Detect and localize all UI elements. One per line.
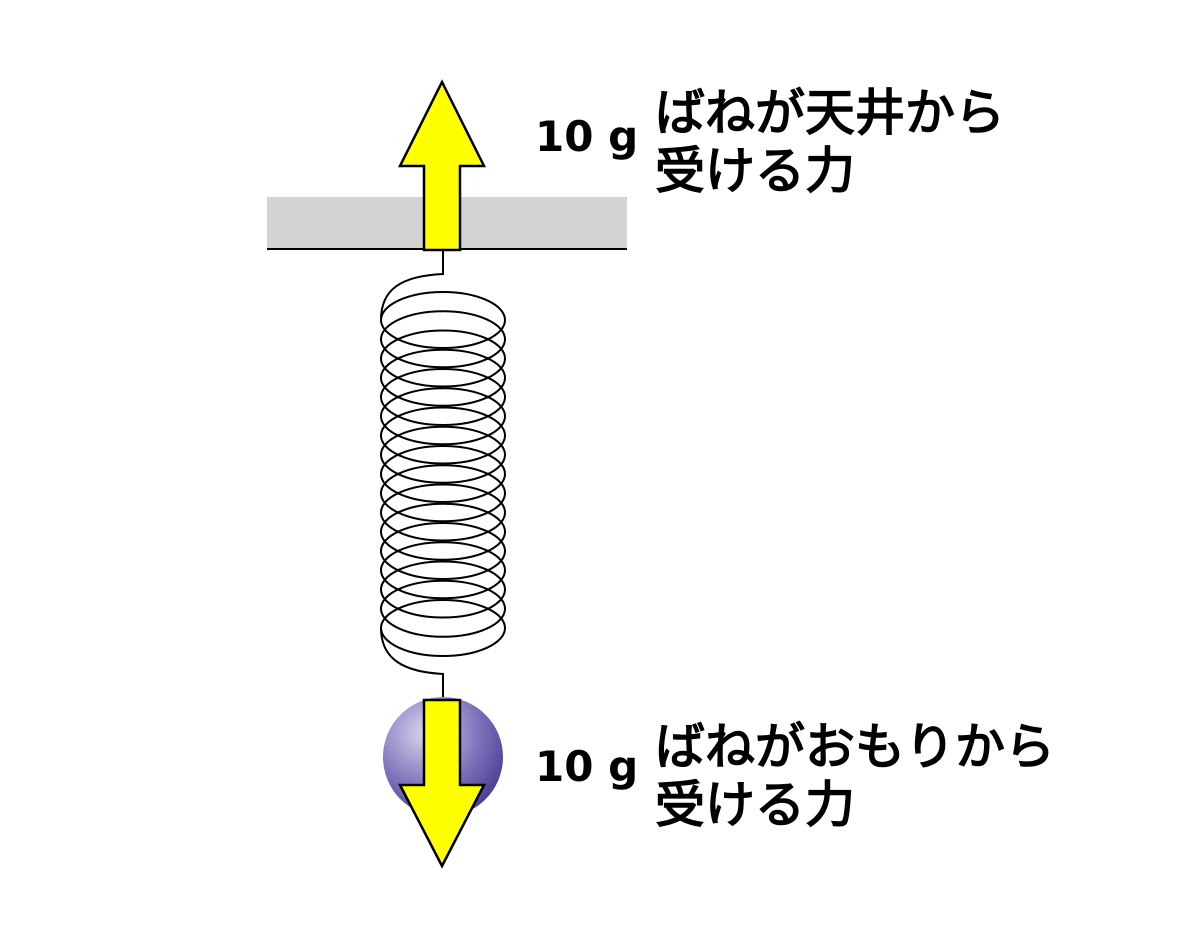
down-arrow [397, 698, 487, 869]
spring-coil [380, 483, 506, 542]
spring-coil [380, 464, 506, 523]
top-force-magnitude: 10 g [535, 112, 639, 161]
bottom-force-magnitude: 10 g [535, 742, 639, 791]
spring-coil [380, 329, 506, 388]
spring-coil [380, 425, 506, 484]
spring-coil [380, 560, 506, 619]
top-force-label-line1: ばねが天井から [655, 84, 1005, 142]
spring-coil [380, 445, 506, 503]
spring-coil [380, 541, 506, 600]
spring-coil [380, 368, 506, 426]
up-arrow [397, 79, 487, 252]
spring [380, 250, 506, 700]
spring-bottom-wire [380, 627, 444, 700]
spring-coil [380, 406, 506, 465]
spring-coil [380, 579, 506, 638]
spring-top-wire [380, 250, 444, 321]
spring-coil [380, 310, 506, 369]
spring-coil [380, 348, 506, 407]
bottom-force-label-line2: 受ける力 [655, 776, 855, 834]
bottom-force-label-line1: ばねがおもりから [655, 718, 1055, 776]
spring-coil [380, 387, 506, 446]
spring-coil [380, 502, 506, 561]
spring-coil [380, 522, 506, 580]
top-force-label-line2: 受ける力 [655, 142, 855, 200]
